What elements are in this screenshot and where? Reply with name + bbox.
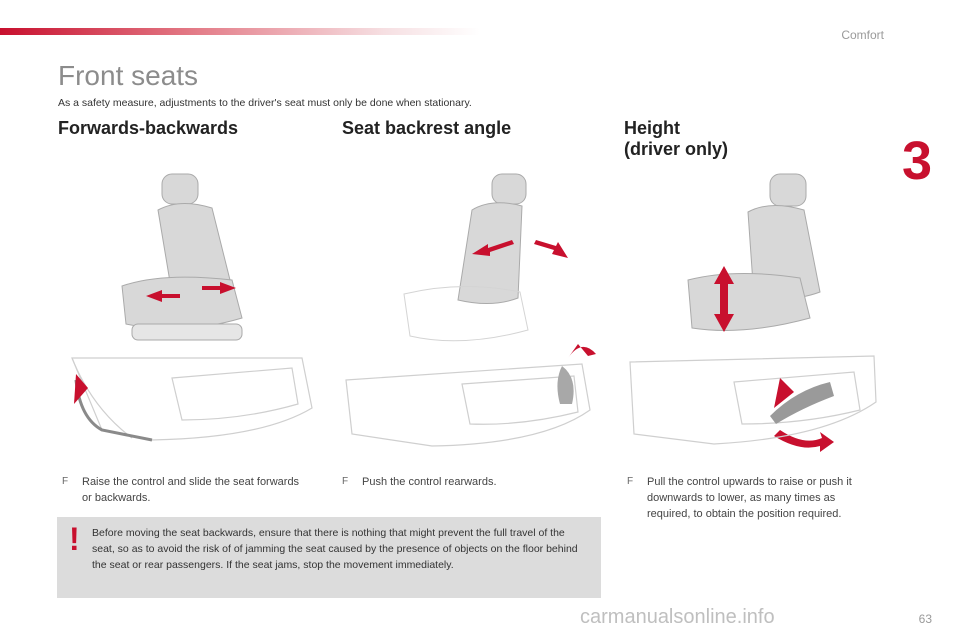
intro-text: As a safety measure, adjustments to the … xyxy=(58,97,472,109)
heading-forwards-backwards: Forwards-backwards xyxy=(58,118,239,138)
bullet-marker: F xyxy=(342,476,349,487)
chapter-number: 3 xyxy=(902,131,933,191)
watermark: carmanualsonline.info xyxy=(580,606,775,628)
instruction-text: Pull the control upwards to raise or pus… xyxy=(647,476,852,520)
instruction-text: Raise the control and slide the seat for… xyxy=(82,476,300,504)
header-accent-bar xyxy=(0,28,480,35)
page-title: Front seats xyxy=(58,60,199,91)
seat-height-illustration xyxy=(629,173,877,452)
instruction-backrest-angle: F Push the control rearwards. xyxy=(342,474,582,490)
warning-icon: ! xyxy=(69,521,80,557)
page-number: 63 xyxy=(918,612,932,626)
instruction-height: F Pull the control upwards to raise or p… xyxy=(627,474,875,522)
heading-height: Height (driver only) xyxy=(624,118,729,159)
seat-forwards-backwards-illustration xyxy=(71,173,313,442)
bullet-marker: F xyxy=(627,476,634,487)
heading-seat-backrest-angle: Seat backrest angle xyxy=(342,118,512,138)
instruction-text: Push the control rearwards. xyxy=(362,476,497,488)
bullet-marker: F xyxy=(62,476,69,487)
warning-text: Before moving the seat backwards, ensure… xyxy=(92,527,578,571)
section-title: Comfort xyxy=(841,28,884,42)
seat-backrest-angle-illustration xyxy=(345,173,596,447)
instruction-forwards-backwards: F Raise the control and slide the seat f… xyxy=(62,474,302,506)
warning-box: ! Before moving the seat backwards, ensu… xyxy=(57,517,601,598)
